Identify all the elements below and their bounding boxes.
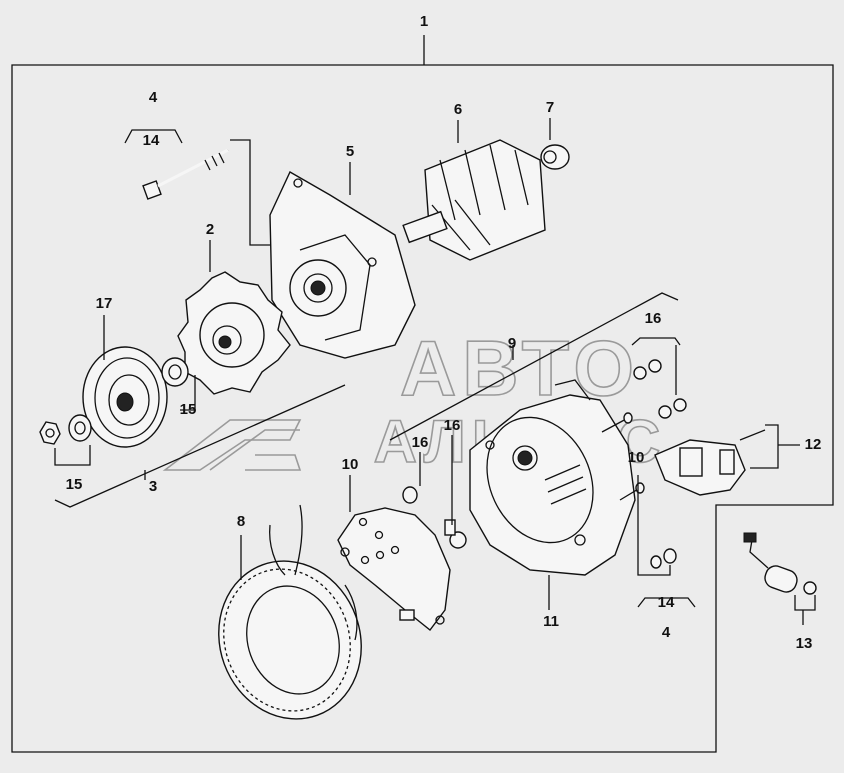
leader-10-right (637, 475, 671, 576)
fan (177, 271, 291, 395)
leader-12 (750, 424, 779, 469)
label-11: 11 (543, 613, 559, 630)
rotor (402, 139, 570, 261)
label-16-top: 16 (645, 310, 662, 327)
leader-15-lower (54, 445, 91, 466)
suppression-capacitor (743, 532, 817, 595)
label-10-right: 10 (628, 449, 645, 466)
label-3: 3 (149, 478, 157, 495)
watermark-logo (162, 419, 302, 471)
spacer-washer-nut (39, 357, 189, 445)
watermark-line1: АВТО (400, 324, 640, 412)
label-16-mid: 16 (412, 434, 429, 451)
label-13: 13 (796, 635, 813, 652)
kit-9-bracket (389, 292, 679, 441)
terminal-screws (402, 486, 467, 549)
label-17: 17 (96, 295, 113, 312)
bearing-part-7 (540, 144, 570, 170)
rectifier-bridge (337, 507, 451, 631)
label-12: 12 (805, 436, 822, 453)
bracket-4-top (124, 129, 183, 144)
label-4-bottom: 4 (662, 624, 671, 641)
label-14-top: 14 (143, 132, 160, 149)
stator (218, 504, 362, 720)
housing-screws (601, 412, 677, 569)
label-2: 2 (206, 221, 214, 238)
leader-13 (794, 595, 816, 611)
label-5: 5 (346, 143, 354, 160)
label-15-upper: 15 (180, 401, 197, 418)
assembly-frame (11, 64, 834, 753)
label-4-top: 4 (149, 89, 158, 106)
kit-3-bracket (54, 384, 346, 508)
through-bolt-top (142, 148, 229, 200)
label-15-lower: 15 (66, 476, 83, 493)
label-16-center: 16 (444, 417, 461, 434)
label-14-bottom: 14 (658, 594, 675, 611)
slip-ring-housing (469, 379, 636, 576)
pulley (82, 346, 168, 448)
label-1: 1 (420, 13, 428, 30)
callout-labels: 1 2 3 4 4 5 6 7 8 9 10 10 11 12 13 14 14… (66, 13, 822, 652)
label-9: 9 (508, 335, 516, 352)
leader-15-upper (180, 375, 196, 411)
voltage-regulator (654, 429, 766, 496)
label-7: 7 (546, 99, 554, 116)
label-10-left: 10 (342, 456, 359, 473)
drive-end-housing (269, 171, 416, 359)
leader-14-top-bracket (230, 139, 270, 246)
bracket-4-bottom (637, 597, 696, 608)
bracket-16-top (631, 337, 681, 346)
brush-springs (633, 359, 687, 419)
label-8: 8 (237, 513, 245, 530)
label-6: 6 (454, 101, 462, 118)
